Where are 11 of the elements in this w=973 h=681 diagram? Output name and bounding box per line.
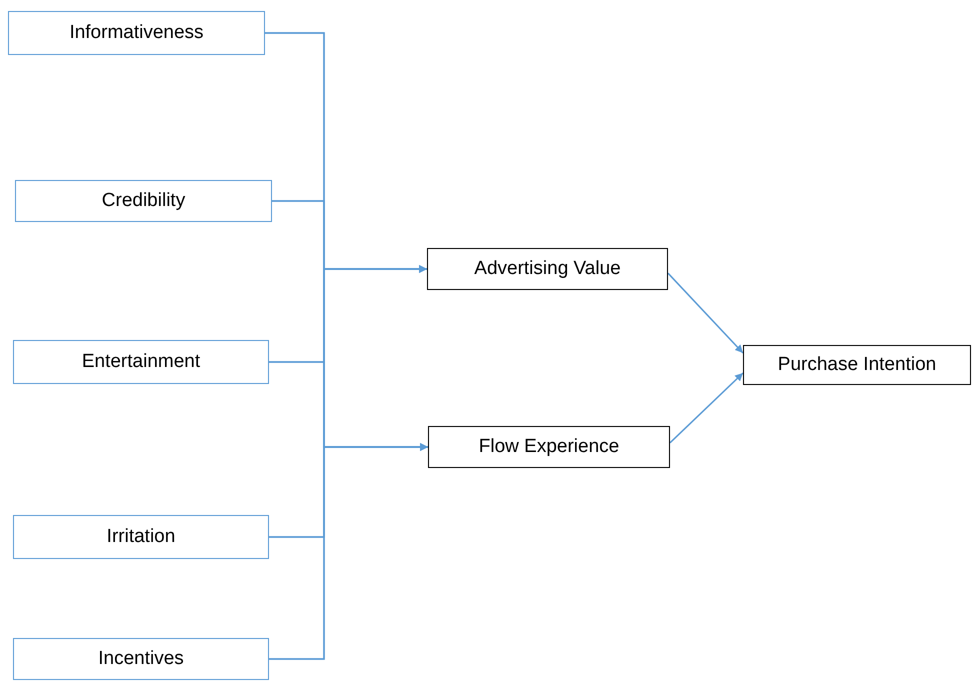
arrow [269,443,428,660]
concept-box: Irritation [13,515,269,559]
concept-box: Credibility [15,180,272,222]
concept-box: Advertising Value [427,248,668,290]
arrow [667,272,744,354]
concept-box: Purchase Intention [743,345,971,385]
concept-box: Flow Experience [428,426,670,468]
concept-box: Informativeness [8,11,265,55]
arrow [669,372,744,444]
concept-box: Incentives [13,638,269,680]
concept-box: Entertainment [13,340,269,384]
